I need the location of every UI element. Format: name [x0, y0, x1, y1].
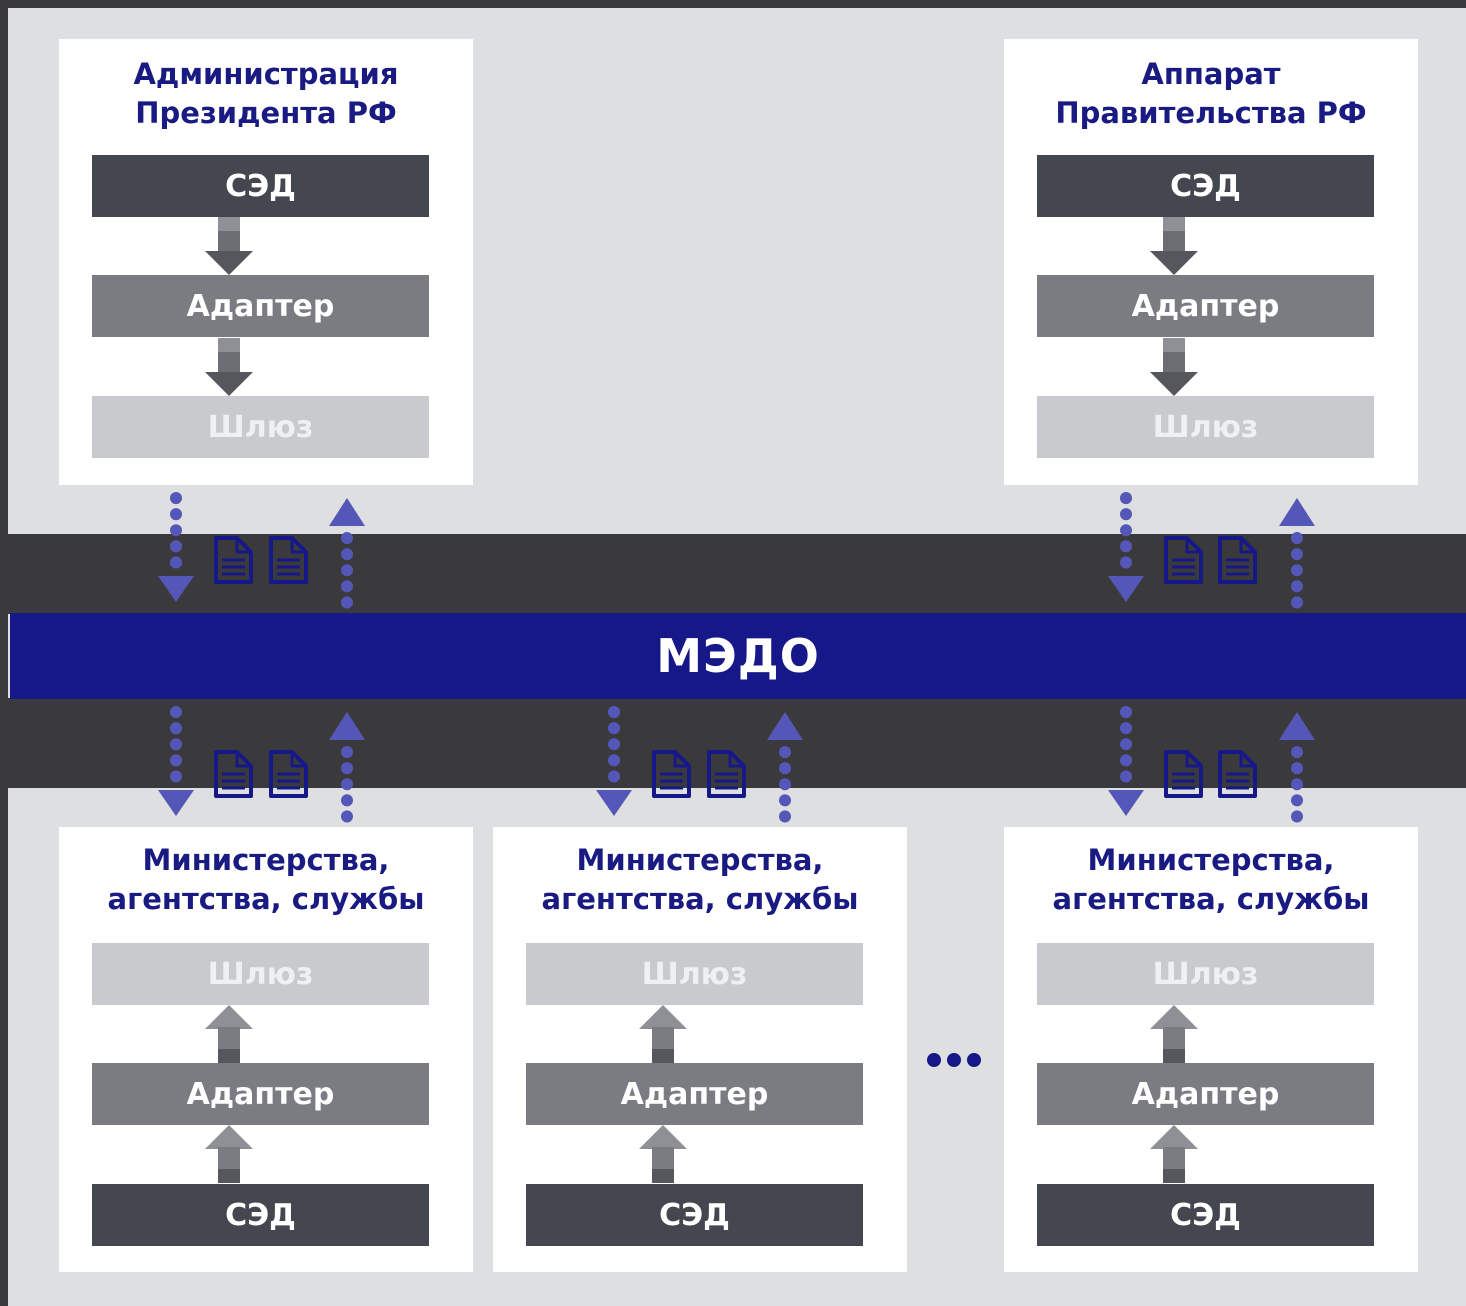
- arrow-down-icon: [205, 338, 253, 396]
- gateway-block: Шлюз: [92, 943, 429, 1005]
- card-title-line2: агентства, службы: [107, 882, 425, 916]
- gateway-block: Шлюз: [1037, 943, 1374, 1005]
- adapter-block: Адаптер: [526, 1063, 863, 1125]
- arrow-up-icon: [639, 1125, 687, 1183]
- arrow-down-icon: [1150, 217, 1198, 275]
- arrow-up-icon: [639, 1005, 687, 1063]
- card-title-line1: Министерства,: [142, 843, 390, 877]
- arrow-up-icon: [205, 1005, 253, 1063]
- gateway-block: Шлюз: [1037, 396, 1374, 458]
- card-title: Аппарат Правительства РФ: [1004, 55, 1418, 133]
- card-title: Администрация Президента РФ: [59, 55, 473, 133]
- window-left-edge: [0, 0, 8, 1306]
- sed-block: СЭД: [1037, 155, 1374, 217]
- adapter-block: Адаптер: [1037, 275, 1374, 337]
- gateway-block: Шлюз: [92, 396, 429, 458]
- card-title-line1: Администрация: [133, 57, 399, 91]
- adapter-block: Адаптер: [92, 1063, 429, 1125]
- gateway-block: Шлюз: [526, 943, 863, 1005]
- card-title-line2: Правительства РФ: [1055, 96, 1367, 130]
- card-title: Министерства, агентства, службы: [1004, 841, 1418, 919]
- bottom-card-ministries-3: Министерства, агентства, службы Шлюз Ада…: [1004, 827, 1418, 1272]
- card-title-line2: агентства, службы: [1052, 882, 1370, 916]
- top-card-presidential-administration: Администрация Президента РФ СЭД Адаптер …: [59, 39, 473, 485]
- sed-block: СЭД: [526, 1184, 863, 1246]
- card-title-line1: Министерства,: [1087, 843, 1335, 877]
- lower-transport-band: [8, 698, 1466, 788]
- adapter-block: Адаптер: [92, 275, 429, 337]
- arrow-up-icon: [1150, 1005, 1198, 1063]
- adapter-block: Адаптер: [1037, 1063, 1374, 1125]
- card-title: Министерства, агентства, службы: [493, 841, 907, 919]
- top-card-government-office: Аппарат Правительства РФ СЭД Адаптер Шлю…: [1004, 39, 1418, 485]
- arrow-up-icon: [1150, 1125, 1198, 1183]
- arrow-up-icon: [205, 1125, 253, 1183]
- medo-bus: МЭДО: [10, 613, 1466, 699]
- sed-block: СЭД: [92, 1184, 429, 1246]
- card-title-line1: Министерства,: [576, 843, 824, 877]
- sed-block: СЭД: [92, 155, 429, 217]
- card-title-line1: Аппарат: [1141, 57, 1281, 91]
- window-top-edge: [0, 0, 1466, 8]
- bottom-card-ministries-1: Министерства, агентства, службы Шлюз Ада…: [59, 827, 473, 1272]
- bottom-card-ministries-2: Министерства, агентства, службы Шлюз Ада…: [493, 827, 907, 1272]
- card-title-line2: Президента РФ: [135, 96, 397, 130]
- upper-transport-band: [8, 534, 1466, 614]
- card-title-line2: агентства, службы: [541, 882, 859, 916]
- card-title: Министерства, агентства, службы: [59, 841, 473, 919]
- ellipsis-icon: [927, 1053, 981, 1067]
- sed-block: СЭД: [1037, 1184, 1374, 1246]
- arrow-down-icon: [1150, 338, 1198, 396]
- arrow-down-icon: [205, 217, 253, 275]
